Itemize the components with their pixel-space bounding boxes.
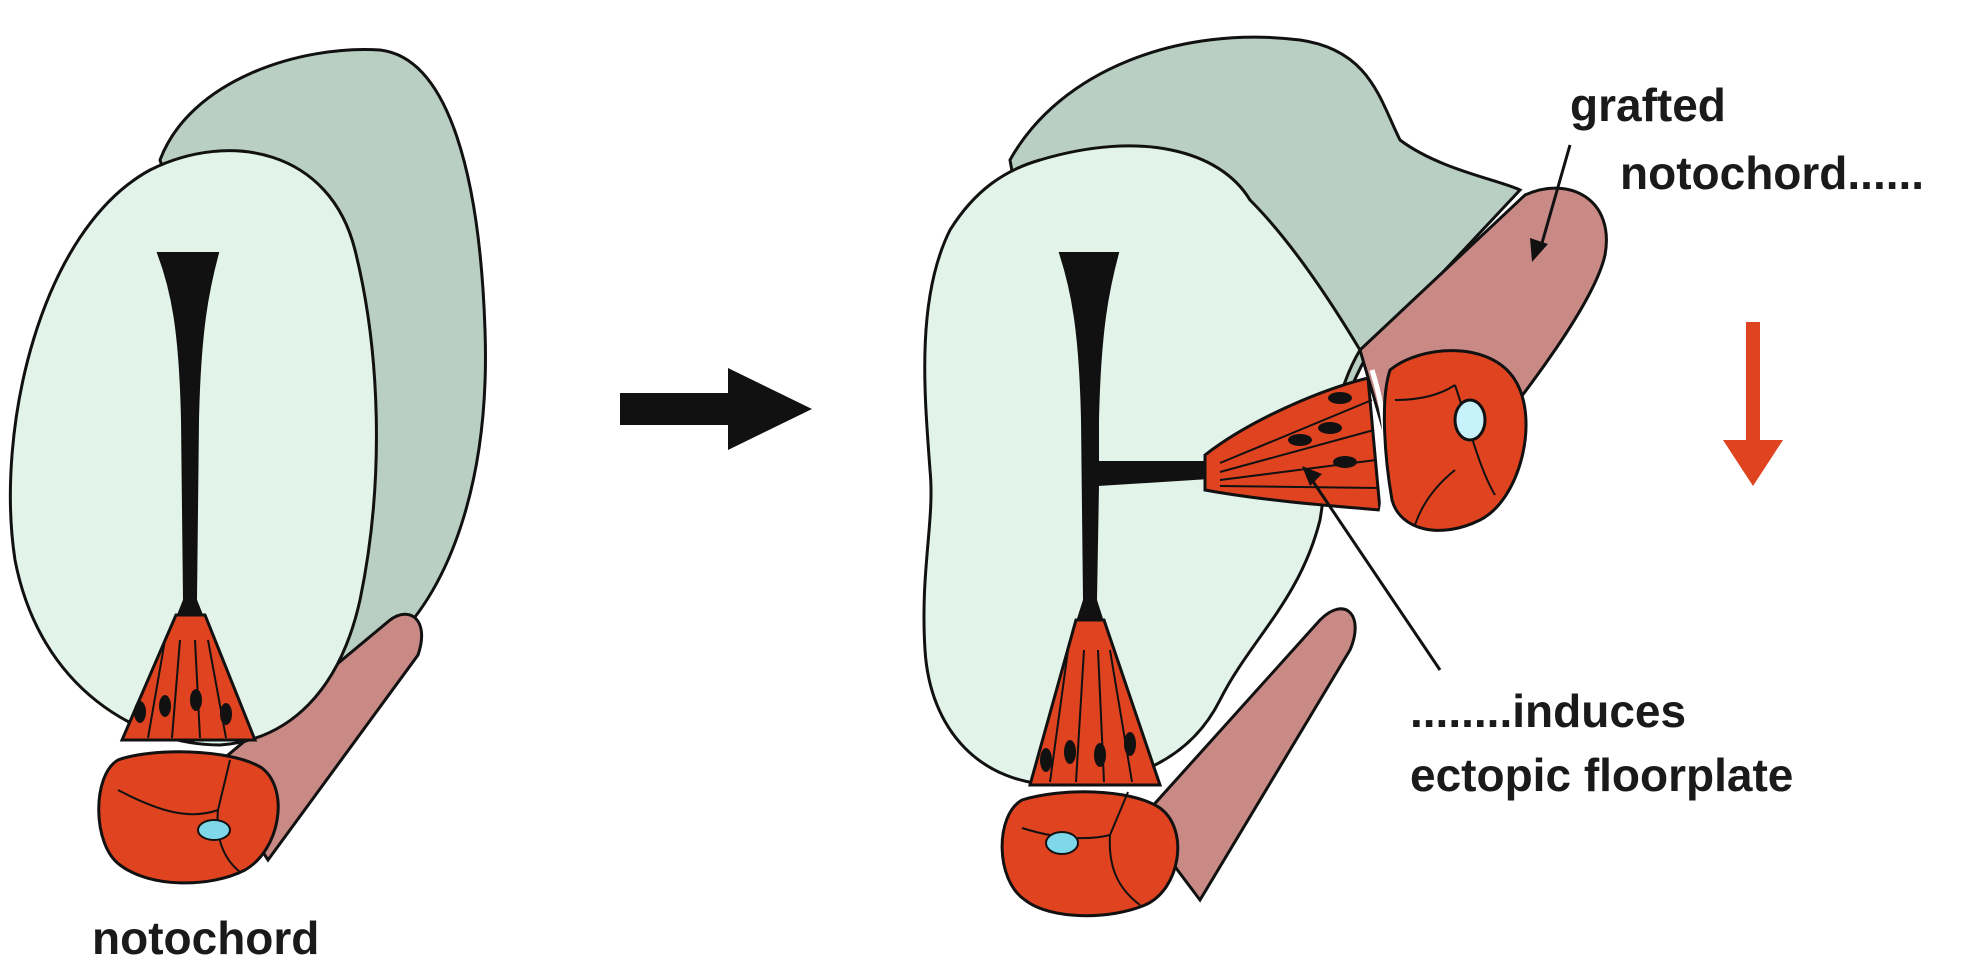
grafted-label-line1: grafted <box>1570 79 1726 131</box>
left-notochord-core <box>197 819 231 841</box>
right-grafted-notochord-section <box>1382 349 1528 532</box>
ectopic-floorplate-pointer <box>1302 466 1442 671</box>
right-arrow-icon <box>620 368 812 450</box>
right-notochord-core <box>1045 831 1079 855</box>
induces-label-line2: ectopic floorplate <box>1410 749 1794 801</box>
left-notochord-label: notochord <box>92 912 320 964</box>
left-notochord-section <box>97 750 280 885</box>
right-grafted-notochord-core <box>1453 398 1487 442</box>
induces-label-line1: ........induces <box>1410 685 1687 737</box>
right-central-canal <box>1058 252 1212 626</box>
right-neural-tube <box>922 35 1608 918</box>
down-arrow-icon <box>1723 322 1783 486</box>
left-neural-tube <box>8 48 487 885</box>
grafted-label-line2: notochord...... <box>1620 147 1925 199</box>
grafted-notochord-pointer <box>1530 144 1572 262</box>
right-notochord-section <box>1000 790 1180 918</box>
right-notochord-body <box>1138 607 1357 903</box>
